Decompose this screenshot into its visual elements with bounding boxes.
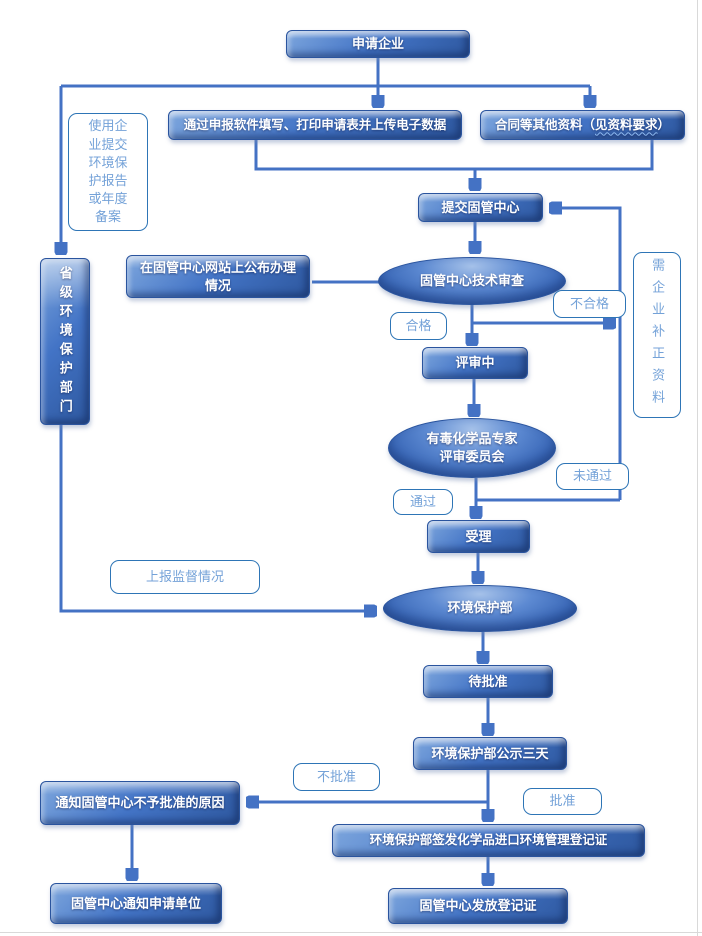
node-under-review: 评审中: [422, 347, 528, 379]
expert-committee-line2: 评审委员会: [439, 449, 505, 464]
contract-label-prefix: 合同等其他资料（: [494, 117, 595, 132]
node-expert-committee: 有毒化学品专家 评审委员会: [388, 418, 556, 478]
node-tech-review: 固管中心技术审查: [378, 257, 566, 305]
label-not-passed: 未通过: [556, 463, 629, 490]
page-edge-right: [697, 0, 698, 936]
label-not-approved: 不批准: [293, 763, 380, 791]
label-qualified: 合格: [390, 312, 447, 340]
node-publish-status: 在固管中心网站上公布办理情况: [126, 255, 310, 298]
expert-committee-line1: 有毒化学品专家: [426, 430, 518, 446]
label-report-supervision: 上报监督情况: [110, 560, 260, 594]
node-reject-reason: 通知固管中心不予批准的原因: [40, 781, 240, 825]
node-mep: 环境保护部: [383, 585, 577, 632]
node-issue-registration: 固管中心发放登记证: [388, 888, 568, 924]
contract-label-requirement: 见资料要求: [594, 117, 658, 132]
connector-mid-rail: [254, 140, 654, 171]
node-pending-approval: 待批准: [423, 665, 553, 698]
node-provincial-dept: 省级环境保护部门: [40, 258, 90, 425]
node-contract-materials: 合同等其他资料（见资料要求）: [480, 110, 685, 140]
label-approved: 批准: [523, 788, 602, 815]
node-notify-applicant: 固管中心通知申请单位: [50, 883, 222, 924]
callout-supplement-label: 需企业补正资料: [650, 258, 666, 412]
connector-resubmit-loop: [553, 208, 622, 500]
contract-label-suffix: ）: [657, 117, 671, 132]
node-issue-certificate: 环境保护部签发化学品进口环境管理登记证: [332, 824, 645, 857]
callout-supplement: 需企业补正资料: [633, 252, 681, 418]
node-apply-company: 申请企业: [286, 30, 470, 58]
node-public-notice: 环境保护部公示三天: [413, 737, 567, 770]
node-submit-center: 提交固管中心: [418, 193, 543, 222]
node-fill-form: 通过申报软件填写、打印申请表并上传电子数据: [168, 110, 462, 140]
label-unqualified: 不合格: [553, 290, 626, 318]
callout-use-note: 使用企业提交环境保护报告或年度备案: [68, 113, 148, 231]
provincial-dept-label: 省级环境保护部门: [57, 265, 73, 418]
node-accept: 受理: [427, 520, 530, 553]
label-passed: 通过: [393, 489, 453, 515]
page-edge-bottom: [0, 932, 702, 933]
